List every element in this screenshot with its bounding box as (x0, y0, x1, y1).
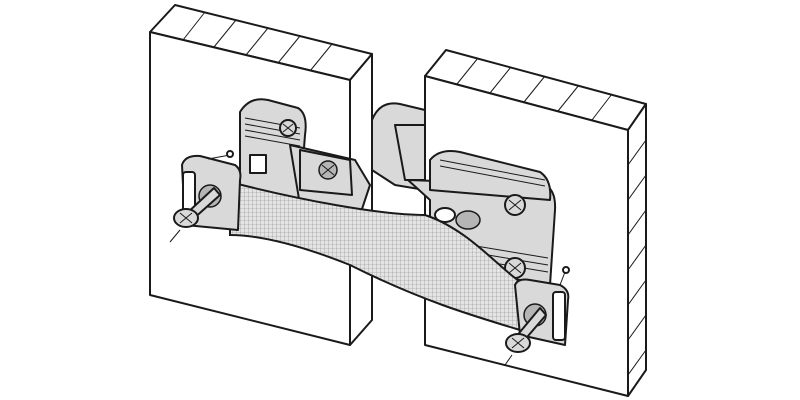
hinge-arm (371, 102, 426, 191)
slot-icon (249, 154, 267, 174)
left-screw (169, 187, 221, 243)
left-hinge-plate (239, 98, 371, 216)
right-screw (504, 307, 547, 366)
